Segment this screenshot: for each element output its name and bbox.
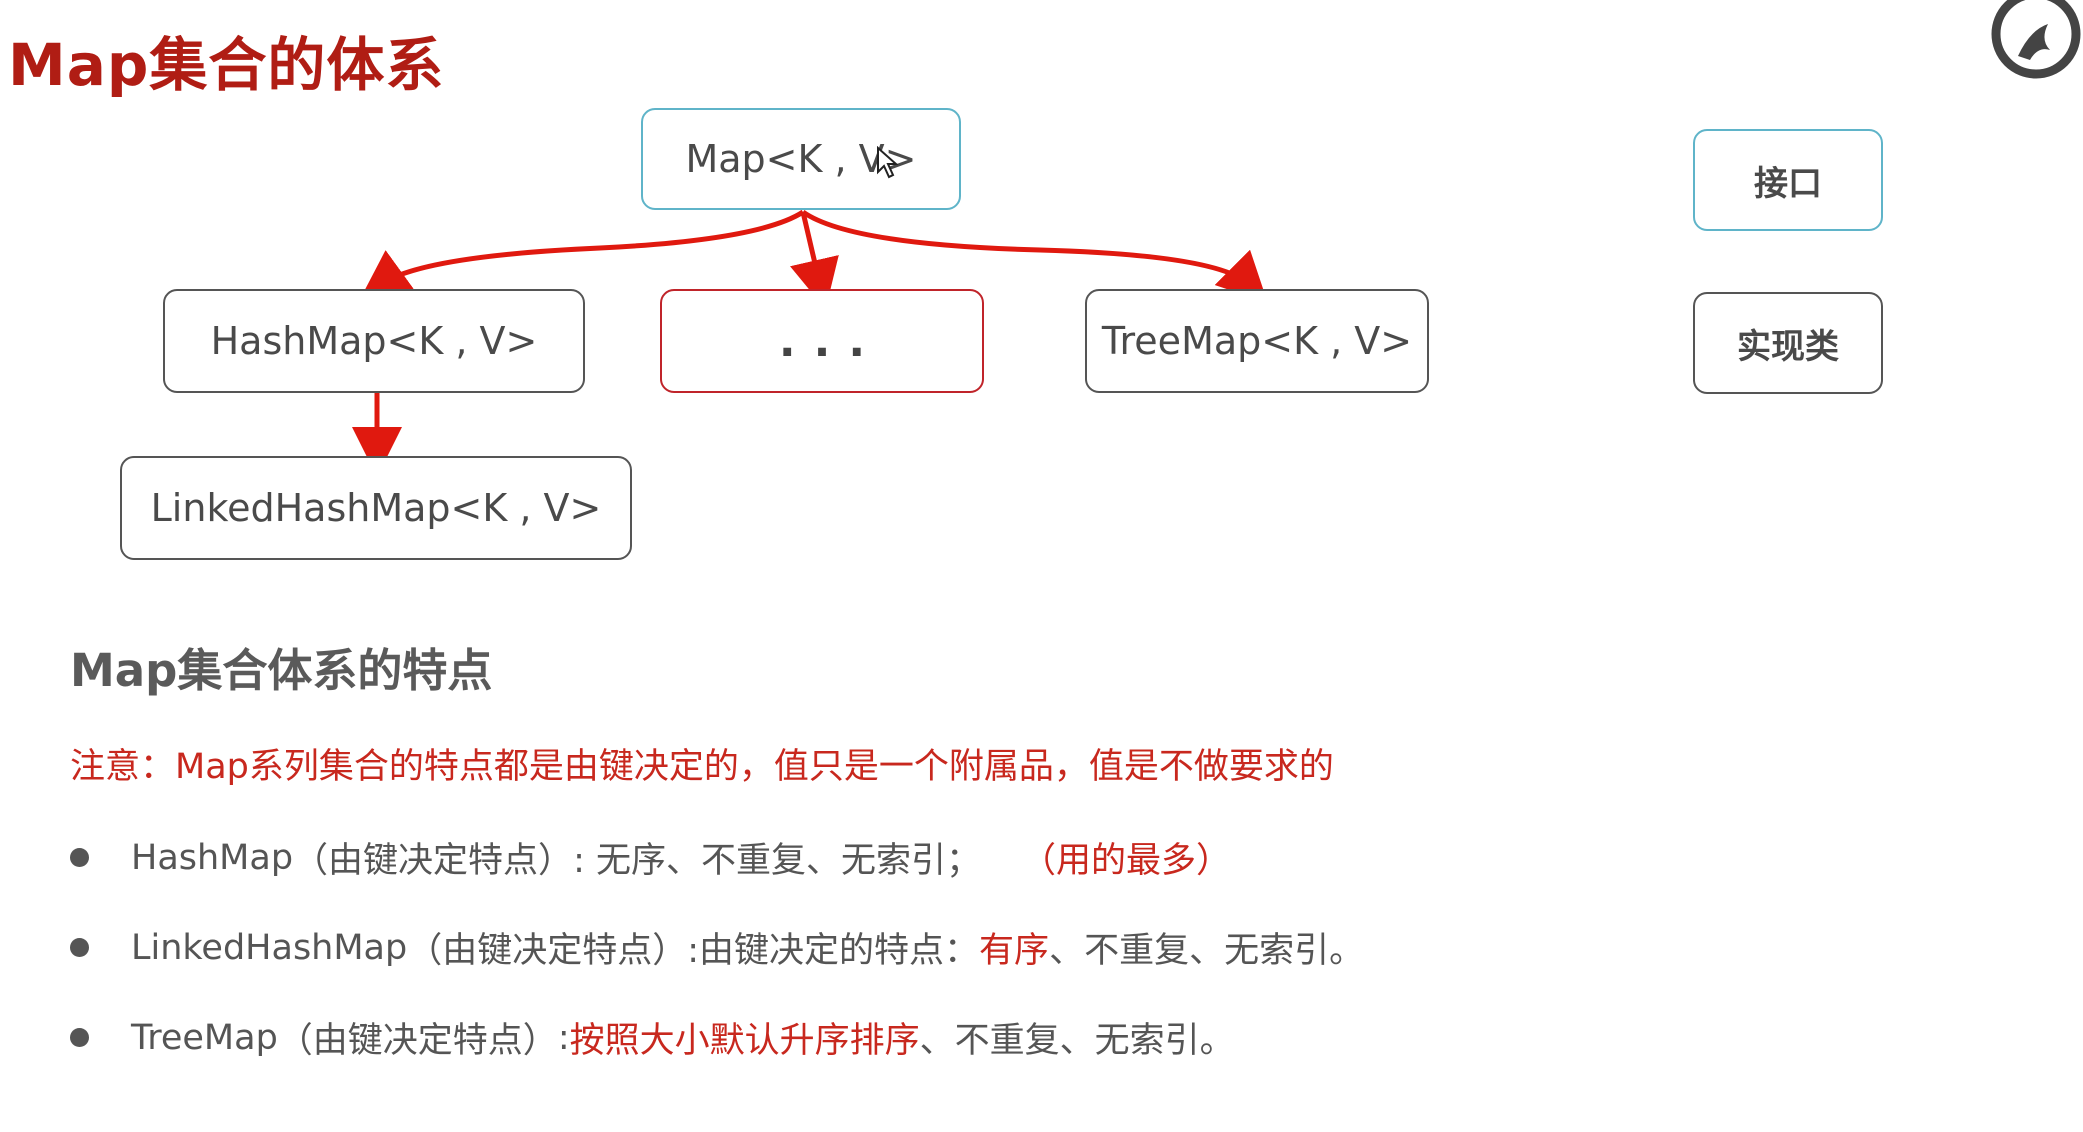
legend-impl-class: 实现类 bbox=[1693, 292, 1883, 394]
legend-interface: 接口 bbox=[1693, 129, 1883, 231]
item-text: : 无序、不重复、无索引； bbox=[573, 841, 981, 881]
item-name: TreeMap bbox=[131, 1017, 278, 1058]
arrow-to-ellipsis bbox=[790, 211, 839, 310]
arrow-to-hashmap bbox=[359, 209, 805, 300]
item-rest: 、不重复、无索引。 bbox=[1049, 931, 1365, 971]
item-name: LinkedHashMap bbox=[131, 927, 408, 968]
logo-icon bbox=[1991, 0, 2081, 79]
ellipsis-text: ... bbox=[778, 315, 884, 367]
bullet-dot-icon bbox=[70, 1028, 89, 1047]
linkedhashmap-node: LinkedHashMap<K , V> bbox=[120, 456, 632, 560]
item-rest: 、不重复、无索引。 bbox=[919, 1021, 1235, 1061]
item-highlight: 有序 bbox=[979, 931, 1050, 971]
page-title: Map集合的体系 bbox=[8, 31, 445, 99]
map-interface-node: Map<K , V> bbox=[641, 108, 961, 210]
item-paren: （由键决定特点） bbox=[293, 841, 574, 881]
bullet-dot-icon bbox=[70, 938, 89, 957]
item-extra: （用的最多） bbox=[1020, 841, 1231, 881]
note-text: 注意：Map系列集合的特点都是由键决定的，值只是一个附属品，值是不做要求的 bbox=[70, 747, 1334, 787]
section-title: Map集合体系的特点 bbox=[70, 644, 493, 697]
hashmap-node: HashMap<K , V> bbox=[163, 289, 585, 393]
item-name: HashMap bbox=[131, 837, 294, 878]
list-item-linkedhashmap: LinkedHashMap （由键决定特点） :由键决定的特点： 有序 、不重复… bbox=[70, 922, 1364, 973]
item-text: : bbox=[557, 1017, 570, 1058]
mouse-cursor-icon bbox=[877, 146, 899, 179]
item-paren: （由键决定特点） bbox=[407, 931, 688, 971]
arrow-to-treemap bbox=[801, 209, 1268, 303]
bullet-dot-icon bbox=[70, 848, 89, 867]
list-item-treemap: TreeMap （由键决定特点） : 按照大小默认升序排序 、不重复、无索引。 bbox=[70, 1012, 1235, 1063]
treemap-node: TreeMap<K , V> bbox=[1085, 289, 1429, 393]
item-paren: （由键决定特点） bbox=[277, 1021, 558, 1061]
list-item-hashmap: HashMap （由键决定特点） : 无序、不重复、无索引； （用的最多） bbox=[70, 832, 1231, 883]
item-text: :由键决定的特点： bbox=[687, 931, 980, 971]
item-highlight: 按照大小默认升序排序 bbox=[569, 1021, 920, 1061]
other-impl-node: ... bbox=[660, 289, 984, 393]
